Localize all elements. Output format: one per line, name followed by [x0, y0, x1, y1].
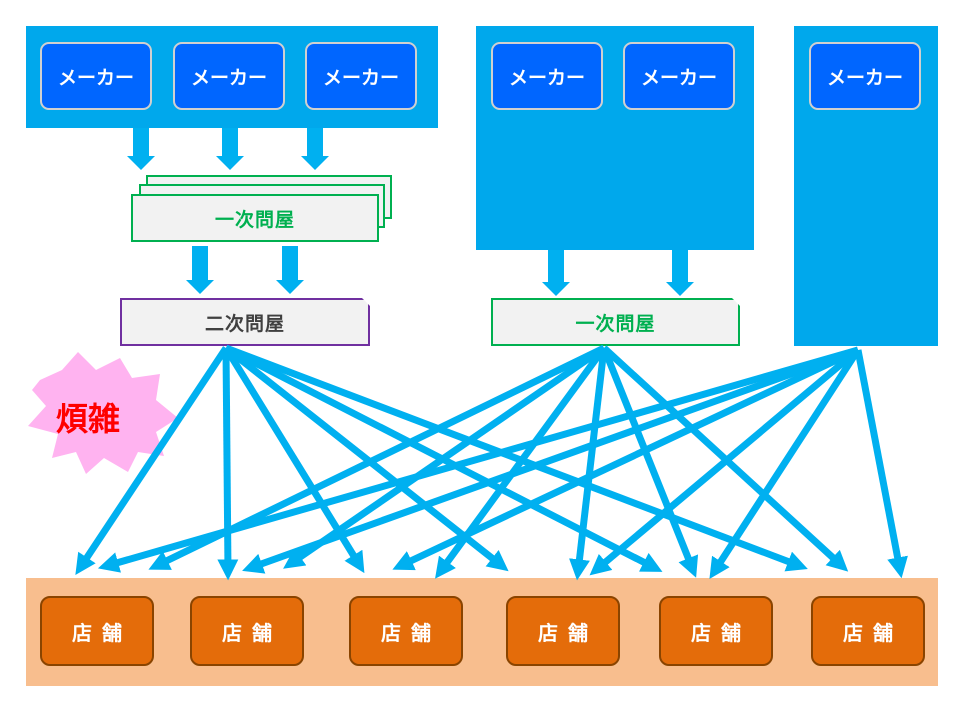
- maker-box: メーカー: [491, 42, 603, 110]
- primary-wholesaler-right: 一次問屋: [491, 298, 740, 346]
- flow-arrow: [301, 128, 329, 170]
- flow-arrow: [186, 246, 214, 294]
- distribution-arrow: [242, 346, 860, 574]
- distribution-arrow: [569, 347, 608, 581]
- distribution-arrow: [283, 345, 606, 569]
- distribution-arrow: [589, 347, 861, 576]
- store-box: 店舗: [40, 596, 154, 666]
- distribution-arrow: [854, 349, 908, 579]
- distribution-arrow: [217, 347, 239, 581]
- distribution-arrow: [75, 346, 229, 575]
- maker-box: メーカー: [173, 42, 285, 110]
- distribution-arrow: [224, 344, 808, 572]
- maker-box: メーカー: [40, 42, 152, 110]
- store-box: 店舗: [506, 596, 620, 666]
- complexity-label: 煩雑: [56, 400, 121, 438]
- burst-shape: [28, 352, 178, 474]
- store-box: 店舗: [190, 596, 304, 666]
- maker-box: メーカー: [305, 42, 417, 110]
- flow-arrow: [666, 250, 694, 296]
- store-box: 店舗: [811, 596, 925, 666]
- flow-arrow: [216, 128, 244, 170]
- distribution-arrow: [392, 346, 860, 571]
- flow-arrow: [276, 246, 304, 294]
- distribution-arrow: [601, 345, 849, 572]
- flow-arrow: [127, 128, 155, 170]
- distribution-arrow: [600, 346, 699, 578]
- distribution-arrow: [709, 348, 861, 580]
- primary-wholesaler-left: 一次問屋: [131, 194, 379, 242]
- distribution-arrow: [223, 345, 509, 572]
- store-bar: [26, 578, 938, 686]
- flow-arrow: [542, 250, 570, 296]
- distribution-arrow: [97, 346, 859, 573]
- maker-box: メーカー: [623, 42, 735, 110]
- store-box: 店舗: [349, 596, 463, 666]
- maker-box: メーカー: [809, 42, 921, 110]
- store-box: 店舗: [659, 596, 773, 666]
- secondary-wholesaler: 二次問屋: [120, 298, 370, 346]
